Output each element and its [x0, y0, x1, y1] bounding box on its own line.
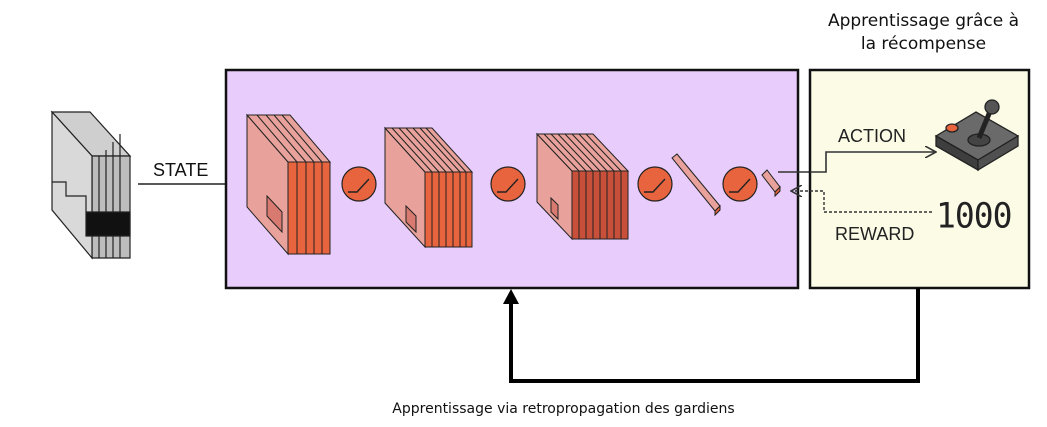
activation-icon	[637, 166, 673, 202]
reward-learning-title: Apprentissage grâce à la récompense	[800, 10, 1047, 56]
score-value: 1000	[936, 195, 1012, 236]
backprop-arrowhead	[503, 289, 519, 304]
title-line-2: la récompense	[860, 34, 987, 54]
action-label: ACTION	[838, 126, 907, 146]
activation-icon	[341, 166, 377, 202]
joystick-icon	[934, 99, 1020, 172]
conv-layer-1	[245, 113, 332, 256]
conv-layer-3	[535, 132, 630, 241]
backprop-caption: Apprentissage via retropropagation des g…	[392, 401, 735, 417]
dense-layer	[671, 153, 721, 217]
reward-arrow	[792, 191, 932, 213]
output-layer	[761, 169, 781, 198]
activation-icon	[722, 166, 758, 202]
screen-stack-icon	[50, 110, 132, 260]
conv-layer-2	[383, 126, 474, 249]
title-line-1: Apprentissage grâce à	[827, 11, 1020, 31]
reward-label: REWARD	[835, 224, 915, 244]
backprop-arrow	[509, 288, 920, 383]
state-label: STATE	[153, 160, 209, 180]
activation-icon	[490, 166, 526, 202]
